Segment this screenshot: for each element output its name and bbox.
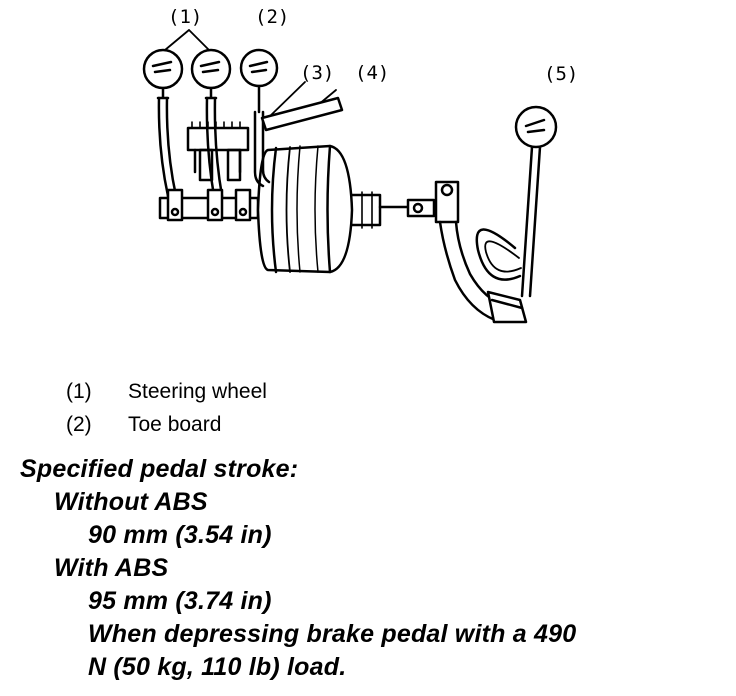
spec-heading: Specified pedal stroke: — [20, 455, 299, 483]
gauge-hose-right — [205, 96, 224, 198]
toe-board — [260, 96, 344, 132]
pressure-gauge-1a — [142, 48, 184, 100]
callout-label-2: (2) — [255, 6, 289, 28]
spec-without-abs-label: Without ABS — [54, 488, 208, 516]
legend-number: (2) — [66, 413, 92, 436]
legend-number: (1) — [66, 380, 92, 403]
spec-condition-line-2: N (50 kg, 110 lb) load. — [88, 653, 347, 681]
fluid-reservoir — [186, 121, 250, 182]
push-rod — [350, 191, 436, 229]
callout-label-4: (4) — [355, 62, 389, 84]
master-cylinder — [158, 188, 270, 222]
pressure-gauge-2 — [239, 48, 279, 114]
callout-leader-1 — [164, 29, 210, 51]
callout-label-1: (1) — [168, 6, 202, 28]
pedal-force-gauge — [475, 105, 558, 298]
brake-pedal — [434, 180, 528, 324]
gauge-2-tube — [253, 110, 271, 188]
callout-label-3: (3) — [300, 62, 334, 84]
spec-without-abs-value: 90 mm (3.54 in) — [88, 521, 272, 549]
brake-booster — [256, 144, 354, 274]
spec-with-abs-label: With ABS — [54, 554, 169, 582]
callout-leader-3 — [267, 81, 306, 119]
spec-condition-line-1: When depressing brake pedal with a 490 — [88, 620, 577, 648]
legend-text: Toe board — [128, 413, 222, 436]
spec-with-abs-value: 95 mm (3.74 in) — [88, 587, 272, 615]
gauge-hose-left — [157, 96, 178, 198]
brake-system-diagram: (1) (2) (3) (4) (5) — [142, 6, 578, 324]
callout-label-5: (5) — [544, 63, 578, 85]
pressure-gauge-1b — [190, 48, 232, 100]
legend-text: Steering wheel — [128, 380, 267, 403]
